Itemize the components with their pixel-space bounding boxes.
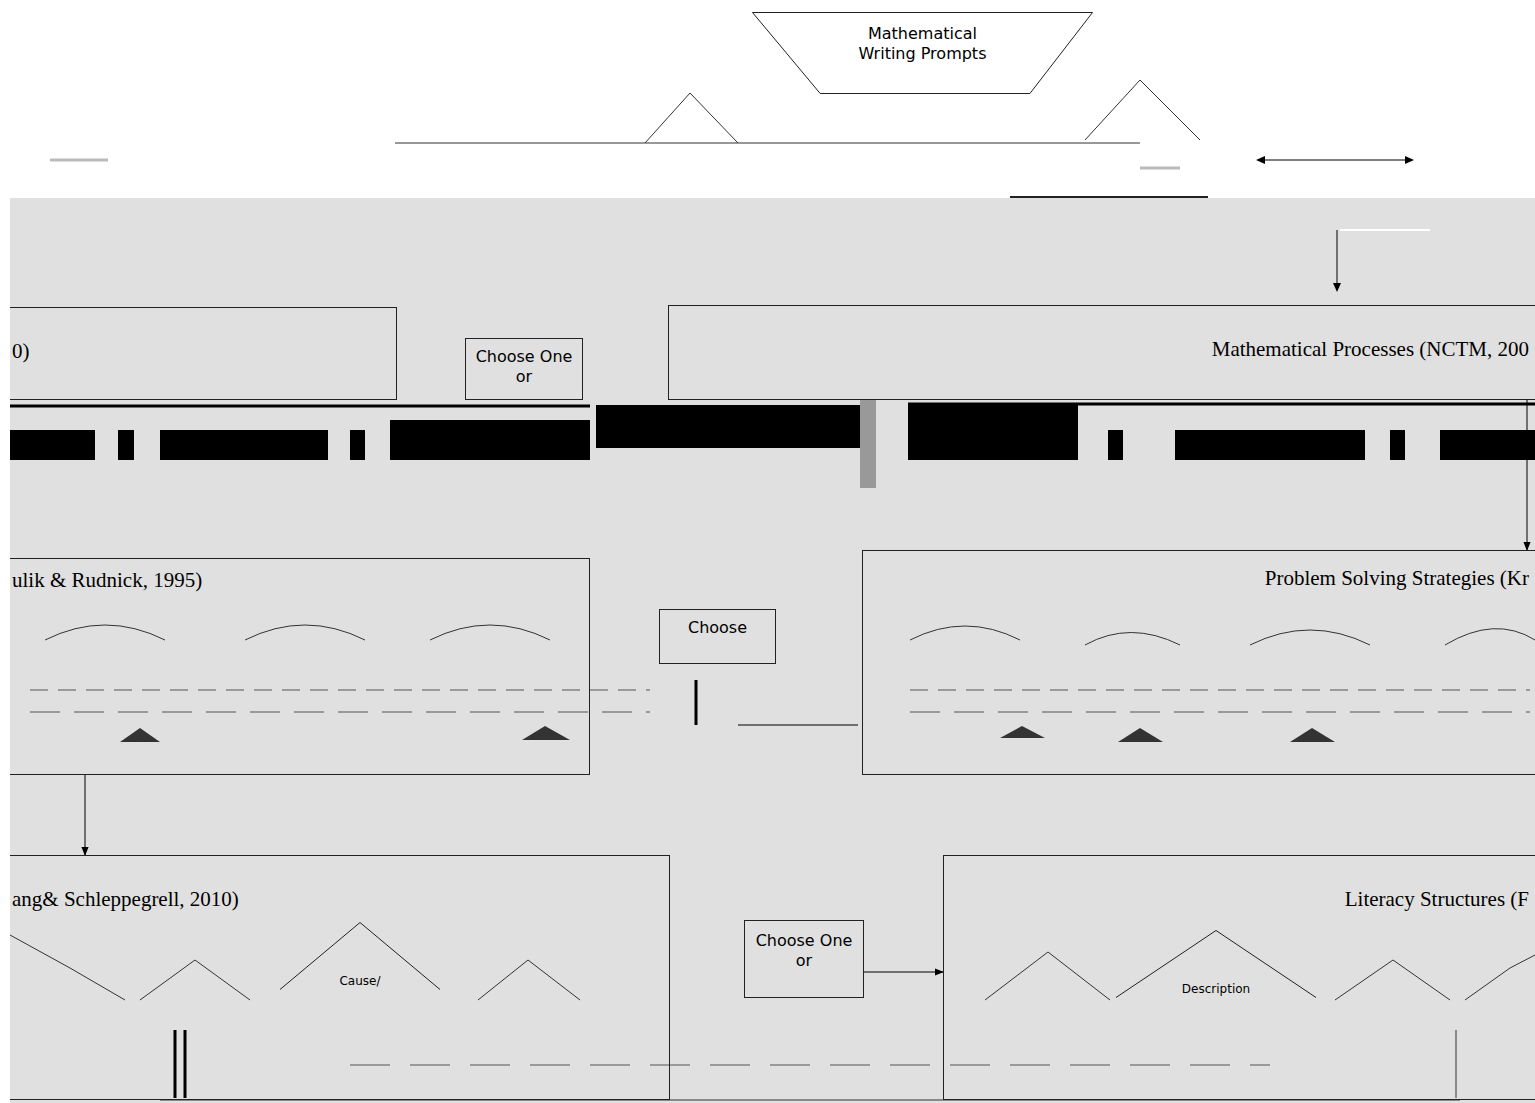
arc-shape — [1250, 630, 1370, 645]
category-box: ang& Schleppegrell, 2010) Cause/ — [10, 855, 670, 1100]
top-rule — [395, 143, 1140, 144]
dark-marker — [120, 728, 160, 742]
node-label: ang& Schleppegrell, 2010) — [12, 886, 661, 912]
roof-shape — [1085, 80, 1200, 140]
black-band — [118, 430, 134, 460]
choice-box: Choose One or — [465, 338, 583, 400]
dark-marker — [1290, 728, 1335, 742]
fragment-line — [350, 1065, 1270, 1066]
node-label: Choose One or — [474, 347, 574, 387]
node-label: Mathematical Writing Prompts — [840, 24, 1005, 64]
fragment-bar — [174, 1030, 177, 1098]
fragment-bar — [1010, 196, 1208, 198]
black-band — [1390, 430, 1405, 460]
arrow-head — [1333, 283, 1341, 292]
arc-shape — [45, 625, 165, 640]
roof-shape — [985, 952, 1110, 1000]
band-rule — [10, 405, 590, 408]
node-label: Cause/ — [300, 974, 420, 989]
node-label: 0) — [12, 338, 388, 364]
structure-roof: Description — [1116, 930, 1316, 1020]
black-band — [1108, 430, 1123, 460]
down-arrow-line — [1337, 230, 1338, 284]
category-box: Mathematical Processes (NCTM, 200 — [668, 305, 1535, 400]
roof-shape — [645, 93, 738, 143]
connector-arrow — [85, 775, 86, 855]
double-arrow-line — [1262, 160, 1408, 161]
black-band — [160, 430, 328, 460]
fragment-line — [30, 690, 650, 691]
arc-shape — [430, 625, 550, 640]
arc-shape — [1085, 633, 1180, 646]
choice-box: Choose — [659, 609, 776, 664]
node-label: Choose — [668, 618, 767, 638]
roof-shape — [280, 923, 440, 990]
trapezoid-shape — [753, 13, 1093, 94]
black-band — [10, 430, 95, 460]
dark-marker — [1000, 726, 1045, 738]
fragment-bar — [184, 1030, 187, 1098]
connector-arrow — [1527, 400, 1528, 550]
roof-shape — [140, 960, 250, 1000]
grey-band — [860, 400, 876, 488]
black-band — [908, 405, 1078, 460]
node-label: Literacy Structures (F — [952, 886, 1529, 912]
fragment-line — [910, 712, 1530, 713]
grey-ground — [10, 198, 1535, 1103]
fragment-bar — [1340, 229, 1430, 231]
fragment-line — [30, 712, 650, 713]
prompt-trapezoid: Mathematical Writing Prompts — [752, 12, 1093, 94]
fragment-bar — [695, 680, 698, 725]
black-band — [350, 430, 365, 460]
black-band — [1440, 430, 1535, 460]
roof-shape — [10, 935, 125, 1000]
fragment-line — [738, 725, 858, 726]
category-box: 0) — [10, 307, 397, 400]
arc-shape — [245, 625, 365, 640]
roof-shape — [1465, 955, 1535, 1000]
category-box: ulik & Rudnick, 1995) — [10, 558, 590, 775]
roof-shape — [478, 960, 580, 1000]
fragment-bar — [1456, 1030, 1457, 1098]
fragment-bar — [50, 159, 108, 162]
dark-marker — [522, 726, 570, 740]
arc-shape — [1445, 629, 1535, 645]
category-box: Literacy Structures (F Description — [943, 855, 1535, 1100]
roof-outline — [280, 922, 440, 1012]
arrow-head — [1405, 156, 1414, 164]
node-label: Problem Solving Strategies (Kr — [871, 565, 1529, 591]
fragment-bar — [1140, 167, 1180, 170]
node-label: ulik & Rudnick, 1995) — [12, 567, 581, 593]
roof-shape — [1335, 960, 1450, 1000]
node-label: Mathematical Processes (NCTM, 200 — [677, 336, 1529, 362]
black-band — [596, 405, 860, 448]
dark-marker — [1118, 728, 1163, 742]
black-band — [390, 420, 590, 460]
fragment-line — [910, 690, 1530, 691]
structure-roof: Cause/ — [280, 922, 440, 1012]
roof-outline — [1116, 930, 1316, 1020]
band-rule — [908, 403, 1535, 406]
black-band — [1175, 430, 1365, 460]
roof-shape — [1116, 931, 1316, 998]
choice-box: Choose One or — [744, 920, 864, 998]
node-label: Choose One or — [753, 931, 855, 971]
category-box: Problem Solving Strategies (Kr — [862, 550, 1535, 775]
arrow-head — [1256, 156, 1265, 164]
node-label: Description — [1136, 982, 1296, 997]
arc-shape — [910, 626, 1020, 640]
connector-arrow — [864, 972, 943, 973]
